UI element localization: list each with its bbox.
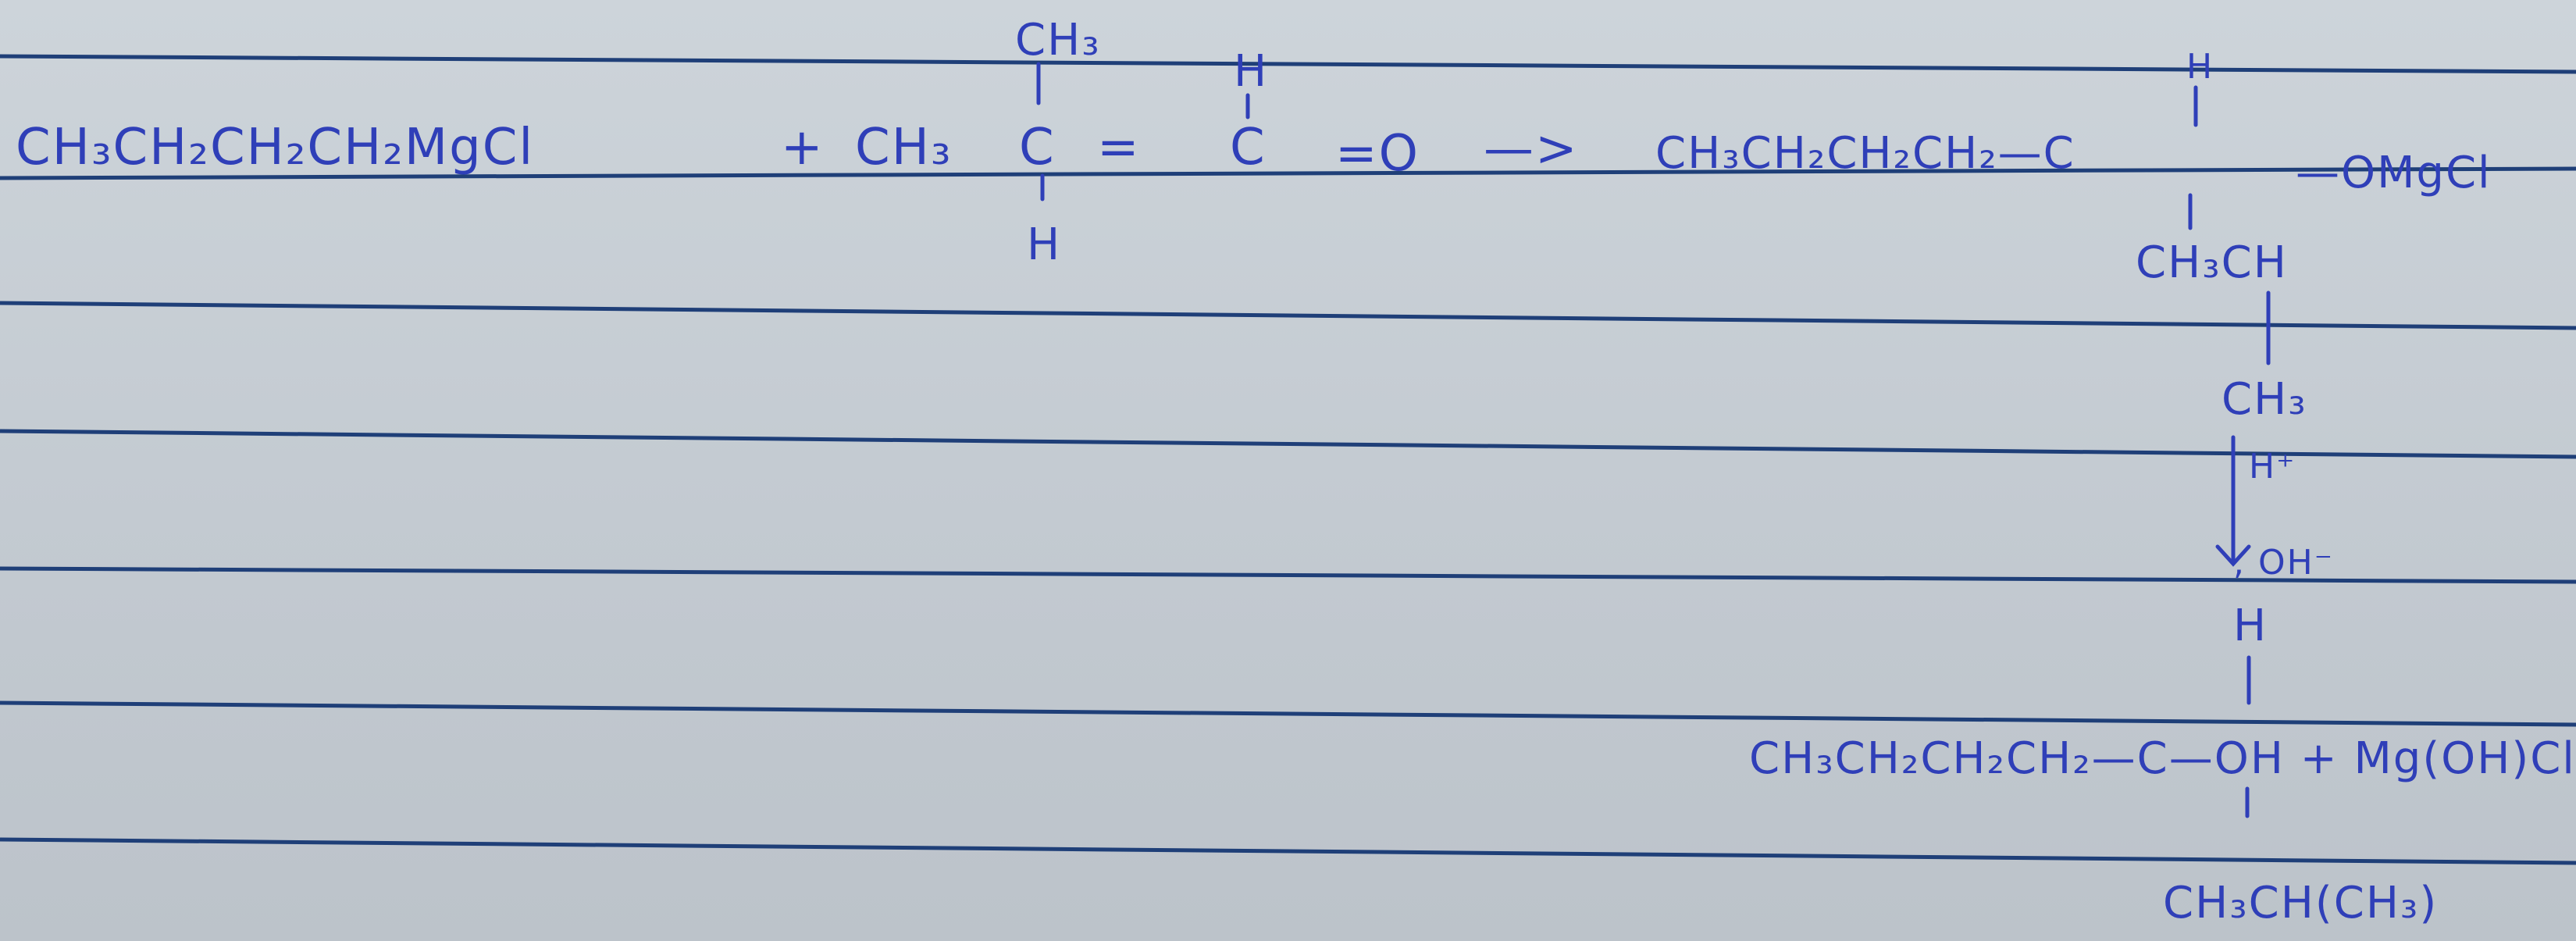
rule-line <box>0 837 2576 865</box>
workup-arrow-head <box>2215 544 2251 567</box>
ruled-lines <box>0 54 2576 865</box>
grignard-reagent: CH₃CH₂CH₂CH₂MgCl <box>16 119 534 176</box>
aldehyde-oxygen: =O <box>1335 125 1420 183</box>
intermediate-omgcl: —OMgCl <box>2296 148 2492 198</box>
plus-sign: + <box>781 119 825 176</box>
product-top-h: H <box>2233 601 2268 651</box>
aldehyde-double-bond: = <box>1097 119 1141 176</box>
intermediate-branch: CH₃CH <box>2136 237 2288 288</box>
rule-line <box>0 429 2576 459</box>
rule-line <box>0 54 2576 74</box>
aldehyde-bottom-h: H <box>1027 219 1061 270</box>
intermediate-top-h: H <box>2186 47 2214 87</box>
reaction-arrow: —> <box>1484 120 1579 178</box>
intermediate-chain: CH₃CH₂CH₂CH₂—C <box>1655 128 2075 179</box>
intermediate-branch-ch3: CH₃ <box>2221 374 2307 425</box>
aldehyde-top-ch3: CH₃ <box>1015 15 1101 66</box>
aldehyde-carbon-a: C <box>1019 119 1056 176</box>
workup-base: , OH⁻ <box>2233 543 2334 583</box>
rule-line <box>0 566 2576 584</box>
product-branch: CH₃CH(CH₃) <box>2163 878 2438 929</box>
rule-line <box>0 700 2576 727</box>
rule-line <box>0 301 2576 330</box>
aldehyde-top-h: H <box>1234 46 1268 97</box>
rule-line <box>0 166 2576 180</box>
aldehyde-ch3: CH₃ <box>855 119 952 176</box>
product-chain: CH₃CH₂CH₂CH₂—C—OH + Mg(OH)Cl <box>1749 733 2576 784</box>
aldehyde-carbon-b: C <box>1230 119 1267 176</box>
workup-acid: H⁺ <box>2249 447 2296 487</box>
